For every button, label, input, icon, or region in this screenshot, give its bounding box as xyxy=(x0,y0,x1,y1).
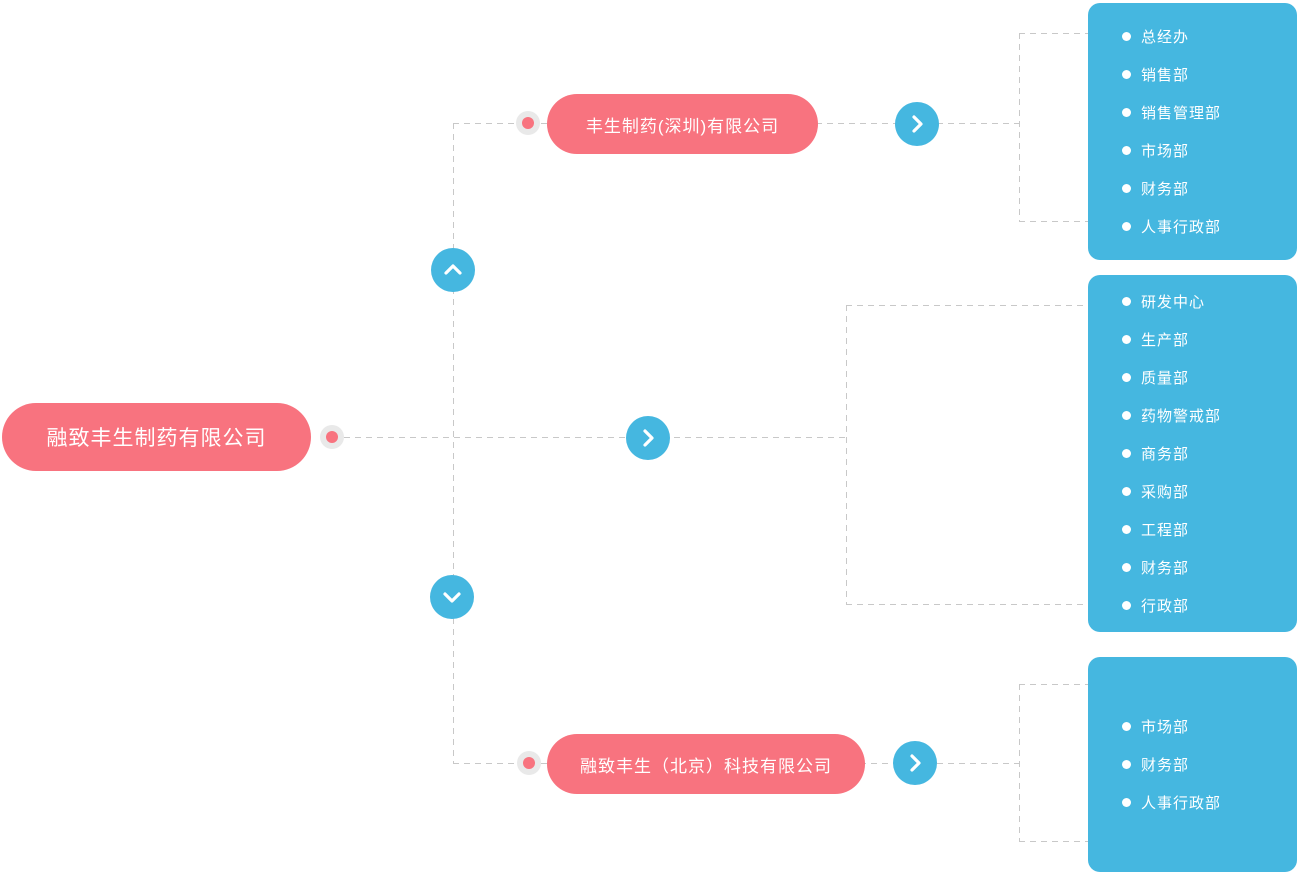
root-company-node[interactable]: 融致丰生制药有限公司 xyxy=(2,403,311,471)
chevron-right-icon xyxy=(903,751,927,775)
department-list-item[interactable]: 药物警戒部 xyxy=(1122,397,1297,435)
department-label: 财务部 xyxy=(1141,181,1190,198)
department-label: 总经办 xyxy=(1141,29,1190,46)
beijing-departments-panel: 市场部 财务部 人事行政部 xyxy=(1088,657,1297,872)
chevron-up-icon xyxy=(441,258,465,282)
shenzhen-company-node[interactable]: 丰生制药(深圳)有限公司 xyxy=(547,94,818,154)
trunk-connector-line xyxy=(453,123,454,764)
department-list-item[interactable]: 生产部 xyxy=(1122,321,1297,359)
department-label: 市场部 xyxy=(1141,719,1190,736)
beijing-anchor-dot-icon xyxy=(517,751,541,775)
beijing-expand-button[interactable] xyxy=(893,741,937,785)
shenzhen-expand-button[interactable] xyxy=(895,102,939,146)
bullet-dot-icon xyxy=(1122,297,1131,306)
bullet-dot-icon xyxy=(1122,760,1131,769)
bullet-dot-icon xyxy=(1122,449,1131,458)
shenzhen-departments-panel: 总经办 销售部 销售管理部 市场部 财务部 xyxy=(1088,3,1297,260)
department-list-item[interactable]: 商务部 xyxy=(1122,435,1297,473)
root-company-label: 融致丰生制药有限公司 xyxy=(46,427,267,450)
department-list-item[interactable]: 销售管理部 xyxy=(1122,94,1297,132)
headquarters-departments-panel: 研发中心 生产部 质量部 药物警戒部 商务部 xyxy=(1088,275,1297,632)
shenzhen-bracket-bottom-stub xyxy=(1019,221,1088,222)
department-list-item[interactable]: 人事行政部 xyxy=(1122,784,1297,822)
department-label: 商务部 xyxy=(1141,446,1190,463)
shenzhen-bracket-line xyxy=(1019,33,1020,222)
department-label: 财务部 xyxy=(1141,560,1190,577)
beijing-bracket-bottom-stub xyxy=(1019,841,1088,842)
beijing-company-label: 融致丰生（北京）科技有限公司 xyxy=(580,756,832,776)
department-label: 研发中心 xyxy=(1141,294,1206,311)
department-list-item[interactable]: 工程部 xyxy=(1122,511,1297,549)
collapse-up-button[interactable] xyxy=(431,248,475,292)
chevron-right-icon xyxy=(905,112,929,136)
department-label: 采购部 xyxy=(1141,484,1190,501)
collapse-down-button[interactable] xyxy=(430,575,474,619)
department-list-item[interactable]: 市场部 xyxy=(1122,132,1297,170)
headquarters-bracket-top-stub xyxy=(846,305,1088,306)
bullet-dot-icon xyxy=(1122,563,1131,572)
root-anchor-dot-icon xyxy=(320,425,344,449)
bullet-dot-icon xyxy=(1122,146,1131,155)
department-list-item[interactable]: 质量部 xyxy=(1122,359,1297,397)
headquarters-bracket-line xyxy=(846,305,847,605)
beijing-bracket-line xyxy=(1019,684,1020,842)
bullet-dot-icon xyxy=(1122,411,1131,420)
bullet-dot-icon xyxy=(1122,335,1131,344)
department-list-item[interactable]: 财务部 xyxy=(1122,746,1297,784)
department-list-item[interactable]: 市场部 xyxy=(1122,708,1297,746)
bullet-dot-icon xyxy=(1122,722,1131,731)
department-label: 质量部 xyxy=(1141,370,1190,387)
department-list-item[interactable]: 行政部 xyxy=(1122,587,1297,625)
department-label: 工程部 xyxy=(1141,522,1190,539)
bullet-dot-icon xyxy=(1122,487,1131,496)
bullet-dot-icon xyxy=(1122,798,1131,807)
bullet-dot-icon xyxy=(1122,32,1131,41)
chevron-down-icon xyxy=(440,585,464,609)
beijing-company-node[interactable]: 融致丰生（北京）科技有限公司 xyxy=(547,734,865,794)
department-list-item[interactable]: 销售部 xyxy=(1122,56,1297,94)
shenzhen-bracket-top-stub xyxy=(1019,33,1088,34)
department-label: 财务部 xyxy=(1141,757,1190,774)
department-list-item[interactable]: 人事行政部 xyxy=(1122,208,1297,246)
shenzhen-anchor-dot-icon xyxy=(516,111,540,135)
headquarters-expand-button[interactable] xyxy=(626,416,670,460)
bullet-dot-icon xyxy=(1122,373,1131,382)
bullet-dot-icon xyxy=(1122,184,1131,193)
department-label: 市场部 xyxy=(1141,143,1190,160)
department-label: 人事行政部 xyxy=(1141,219,1222,236)
department-label: 生产部 xyxy=(1141,332,1190,349)
department-list-item[interactable]: 财务部 xyxy=(1122,170,1297,208)
department-label: 人事行政部 xyxy=(1141,795,1222,812)
shenzhen-company-label: 丰生制药(深圳)有限公司 xyxy=(585,116,780,136)
headquarters-branch-line xyxy=(344,437,846,438)
department-list-item[interactable]: 研发中心 xyxy=(1122,283,1297,321)
headquarters-bracket-bottom-stub xyxy=(846,604,1088,605)
beijing-bracket-top-stub xyxy=(1019,684,1088,685)
bullet-dot-icon xyxy=(1122,222,1131,231)
bullet-dot-icon xyxy=(1122,70,1131,79)
bullet-dot-icon xyxy=(1122,601,1131,610)
chevron-right-icon xyxy=(636,426,660,450)
department-label: 销售管理部 xyxy=(1141,105,1222,122)
bullet-dot-icon xyxy=(1122,108,1131,117)
department-label: 药物警戒部 xyxy=(1141,408,1222,425)
department-label: 销售部 xyxy=(1141,67,1190,84)
department-label: 行政部 xyxy=(1141,598,1190,615)
department-list-item[interactable]: 总经办 xyxy=(1122,18,1297,56)
department-list-item[interactable]: 采购部 xyxy=(1122,473,1297,511)
department-list-item[interactable]: 财务部 xyxy=(1122,549,1297,587)
bullet-dot-icon xyxy=(1122,525,1131,534)
